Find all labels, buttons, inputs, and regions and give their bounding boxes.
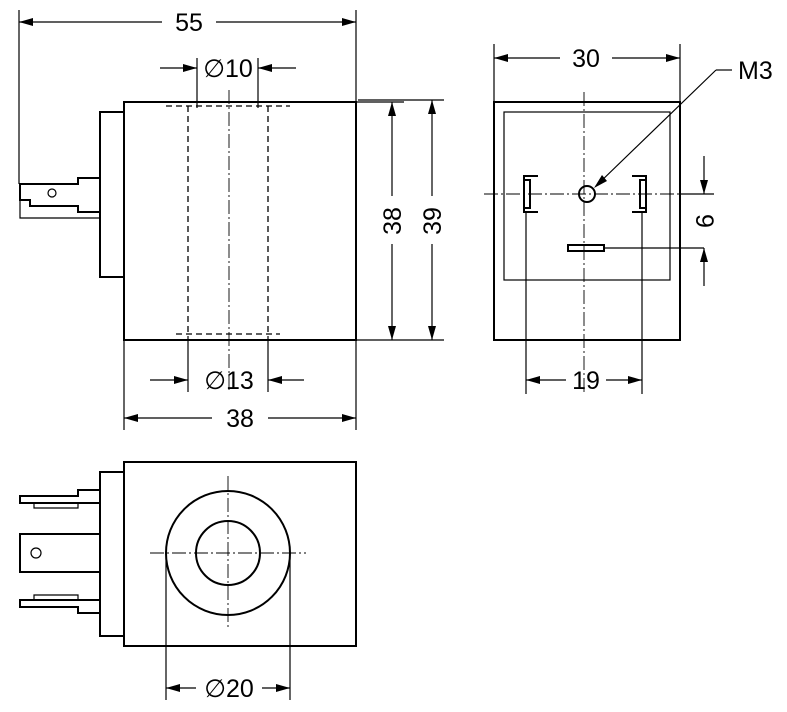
arrow-38b-right	[342, 414, 356, 422]
arrow-19-left	[526, 376, 540, 384]
top-flange	[99, 471, 125, 637]
arrow-13-left	[174, 376, 188, 384]
top-tab-hole	[30, 547, 42, 559]
top-view: ∅20	[19, 461, 357, 703]
dim-overall-height: 39	[419, 207, 447, 235]
m3-thread-hole	[578, 185, 596, 203]
arrow-55-left	[19, 18, 33, 26]
top-tab-middle	[19, 533, 100, 573]
arrow-38h-bottom	[388, 326, 396, 340]
arrow-9-bottom	[700, 248, 708, 262]
m3-label: M3	[738, 57, 773, 85]
front-view: 55 ∅10 ∅13 38 38	[18, 9, 447, 433]
arrow-55-right	[342, 18, 356, 26]
dim-bore-outer: ∅13	[204, 367, 254, 395]
ground-blade	[567, 244, 605, 252]
dim-body-length: 38	[226, 405, 254, 433]
arrow-19-right	[628, 376, 642, 384]
m3-leader-diagonal	[595, 69, 717, 187]
dim-pin-offset: 9	[690, 214, 718, 228]
arrow-20-left	[166, 684, 180, 692]
arrow-10-left	[183, 64, 197, 72]
arrow-30-left	[494, 54, 508, 62]
arrow-20-right	[276, 684, 290, 692]
connector-spade	[19, 200, 100, 219]
arrow-9-top	[700, 180, 708, 194]
side-inner-frame	[503, 111, 671, 281]
arrow-10-right	[258, 64, 272, 72]
pin-left	[523, 175, 538, 213]
connector-tab	[19, 177, 100, 213]
top-tab-lower-notch	[33, 594, 79, 600]
arrow-13-right	[268, 376, 282, 384]
m3-leader-arrow	[594, 175, 607, 188]
dim-side-width: 30	[572, 45, 600, 73]
dim-body-height: 38	[379, 207, 407, 235]
side-outer-frame	[493, 101, 681, 341]
connector-hole	[47, 188, 57, 198]
coil-body	[123, 101, 357, 341]
dim-ring-diameter: ∅20	[204, 675, 254, 703]
arrow-30-right	[666, 54, 680, 62]
arrow-39-bottom	[428, 326, 436, 340]
arrow-38b-left	[124, 414, 138, 422]
pin-right	[632, 175, 647, 213]
top-tab-lower	[19, 599, 100, 614]
top-tab-upper-notch	[33, 503, 79, 509]
top-body	[123, 461, 357, 647]
dim-bore-inner: ∅10	[203, 55, 253, 83]
top-tab-upper	[19, 489, 100, 504]
coil-flange	[99, 111, 125, 278]
side-view: 30 M3 9 19	[484, 44, 773, 395]
arrow-39-top	[428, 100, 436, 114]
dim-overall-length: 55	[175, 9, 203, 37]
dim-pin-spacing: 19	[572, 367, 600, 395]
arrow-38h-top	[388, 102, 396, 116]
